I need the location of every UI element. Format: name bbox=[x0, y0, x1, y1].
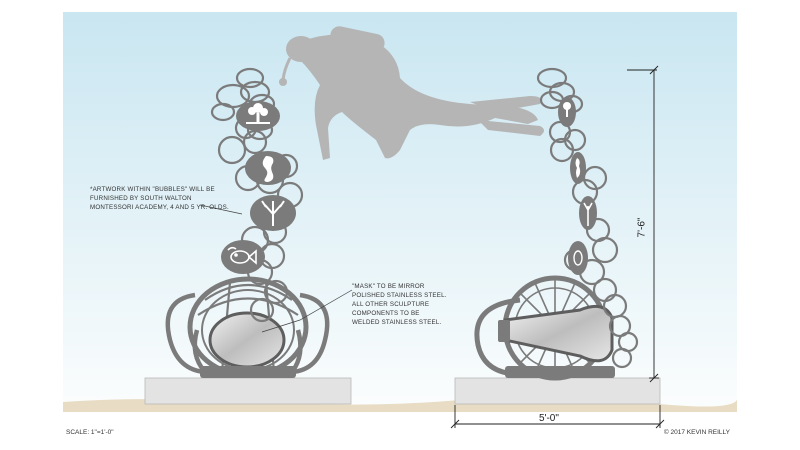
left-sculpture-front-elevation bbox=[144, 67, 352, 405]
tree-icon bbox=[246, 103, 270, 124]
coral-icon bbox=[583, 202, 593, 226]
left-pedestal bbox=[144, 377, 352, 405]
side-bubble-seahorse-art bbox=[570, 152, 586, 184]
bubble-tree-art bbox=[236, 101, 280, 131]
fish-icon bbox=[227, 246, 257, 265]
height-dimension-label: 7'-6" bbox=[636, 217, 648, 238]
width-dimension-label: 5'-0" bbox=[539, 413, 559, 424]
copyright-label: © 2017 KEVIN REILLY bbox=[663, 429, 730, 436]
bubbles-artwork-note: *ARTWORK WITHIN "BUBBLES" WILL BE FURNIS… bbox=[90, 186, 229, 211]
bubble-fish-art bbox=[221, 240, 265, 274]
seahorse-icon bbox=[262, 156, 274, 182]
side-bubble-tree-art bbox=[558, 97, 576, 127]
tree-icon bbox=[563, 102, 571, 117]
right-pedestal bbox=[454, 377, 661, 405]
bubble-coral-art bbox=[250, 195, 296, 231]
mirror-mask-side bbox=[503, 304, 614, 363]
seahorse-icon bbox=[575, 158, 581, 178]
coral-icon bbox=[261, 200, 285, 226]
width-dimension-line bbox=[450, 405, 665, 429]
scale-label: SCALE: 1"=1'-0" bbox=[66, 429, 114, 436]
height-dimension-line bbox=[627, 65, 659, 383]
side-bubble-fish-art bbox=[568, 241, 588, 275]
bubble-seahorse-art bbox=[245, 151, 291, 185]
scuba-diver-silhouette-icon bbox=[279, 26, 544, 160]
note-leader-lines bbox=[199, 204, 353, 333]
side-bubble-coral-art bbox=[579, 196, 597, 230]
right-sculpture-side-elevation bbox=[454, 67, 661, 405]
mask-material-note: "MASK" TO BE MIRROR POLISHED STAINLESS S… bbox=[352, 283, 447, 326]
mirror-mask bbox=[208, 311, 286, 369]
fish-icon bbox=[573, 250, 583, 266]
